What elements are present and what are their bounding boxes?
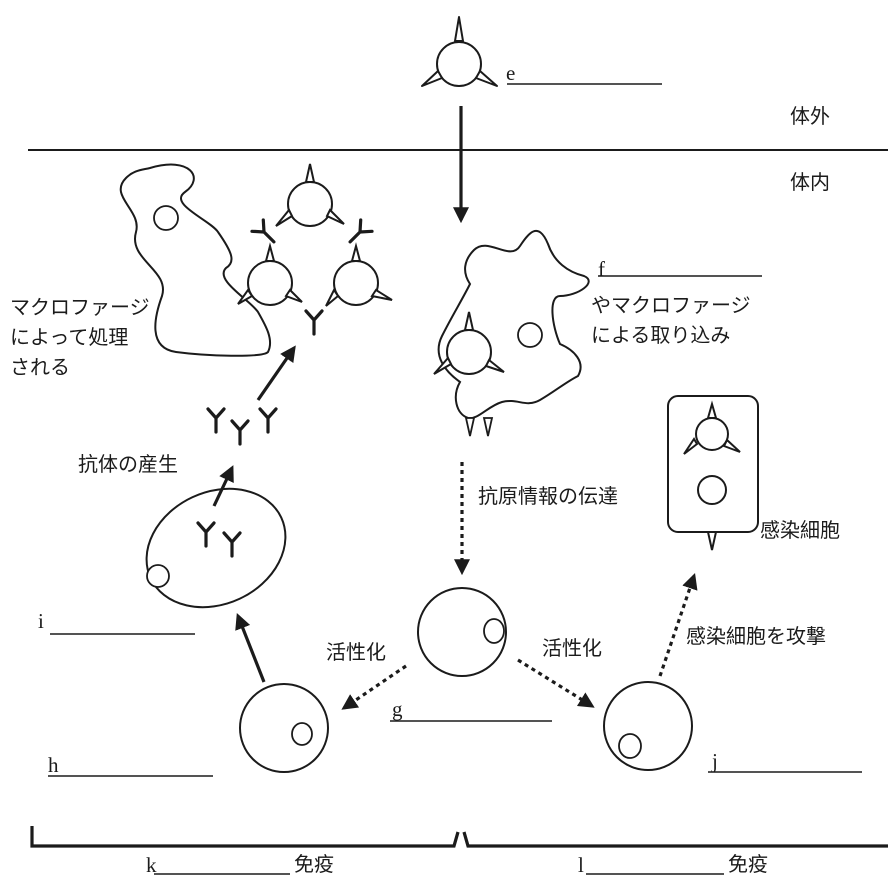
label-h: h — [48, 753, 59, 777]
arrow-activation-right — [517, 658, 595, 708]
label-f: f — [598, 257, 605, 281]
bracket-k — [30, 826, 460, 848]
activation-right-text: 活性化 — [542, 636, 602, 660]
immunity-l-text: 免疫 — [728, 852, 768, 876]
macrophage-process-text: マクロファージ によって処理 される — [10, 295, 150, 379]
antigen-info-text: 抗原情報の伝達 — [478, 484, 618, 508]
attack-text: 感染細胞を攻撃 — [686, 624, 826, 648]
infected-cell — [667, 395, 759, 551]
free-antibodies — [206, 407, 278, 446]
label-j: j — [712, 749, 718, 773]
plasma-cell — [145, 487, 287, 609]
immunity-k-text: 免疫 — [294, 852, 334, 876]
label-i: i — [38, 609, 44, 633]
helper-t-cell — [417, 587, 507, 677]
engulfed-pathogen — [433, 311, 505, 375]
macrophage — [119, 163, 272, 357]
bracket-l — [462, 831, 888, 848]
uptake-text: やマクロファージ による取り込み — [591, 293, 751, 347]
activation-left-text: 活性化 — [326, 640, 386, 664]
label-k: k — [146, 853, 157, 877]
arrow-plasma-to-antibodies — [212, 465, 234, 507]
arrow-antibodies-to-pathogen — [256, 345, 296, 401]
pathogen-cluster — [237, 163, 393, 307]
label-l: l — [578, 853, 584, 877]
label-e: e — [506, 61, 516, 85]
killer-t-cell — [603, 681, 693, 771]
pathogen-e — [421, 16, 498, 87]
label-g: g — [392, 697, 403, 721]
region-outside: 体外 — [790, 104, 830, 128]
arrow-b-to-plasma — [235, 613, 266, 683]
region-inside: 体内 — [790, 170, 830, 194]
infected-cell-text: 感染細胞 — [760, 518, 840, 542]
antibody-production-text: 抗体の産生 — [78, 452, 178, 476]
b-cell — [239, 683, 329, 773]
arrow-attack — [658, 572, 698, 677]
